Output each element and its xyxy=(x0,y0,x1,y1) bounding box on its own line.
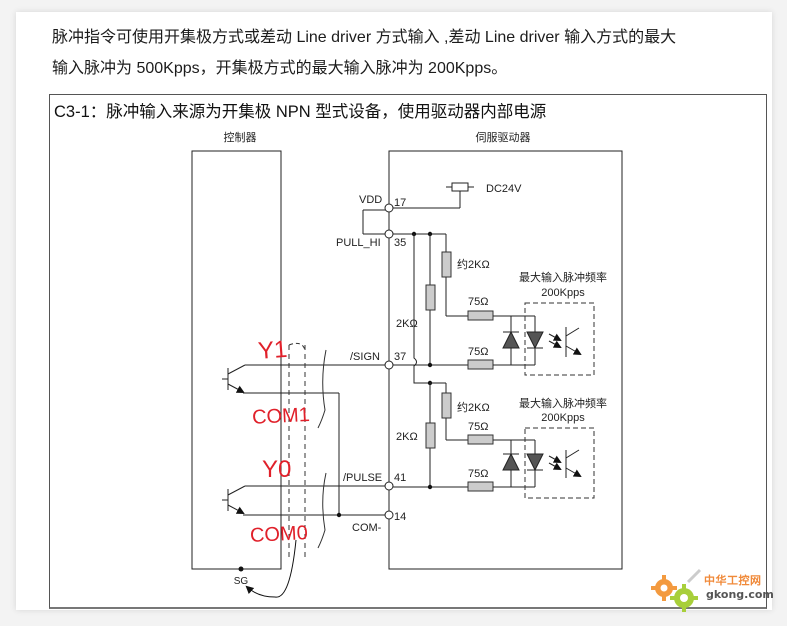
driver-label: 伺服驱动器 xyxy=(476,131,531,144)
resistor-approx2k-pulse xyxy=(441,392,452,419)
resistor-2k-sign xyxy=(425,284,436,311)
resistor-75-sign-top xyxy=(467,310,494,321)
transistor-y1 xyxy=(222,364,385,515)
vdd-pullhi-link xyxy=(362,209,389,235)
pin-37-number: 37 xyxy=(394,351,406,363)
watermark-en: gkong.com xyxy=(706,588,774,601)
pin-17-number: 17 xyxy=(394,197,406,209)
r2k-pulse-label: 2KΩ xyxy=(396,431,418,443)
r75-pulse-bottom-label: 75Ω xyxy=(468,468,488,480)
pin-35-terminal xyxy=(384,229,394,239)
dc24v-label: DC24V xyxy=(486,183,522,195)
gkong-watermark: 中华工控网 gkong.com xyxy=(648,566,778,616)
pin-14-number: 14 xyxy=(394,511,406,523)
max-freq-value-pulse: 200Kpps xyxy=(541,412,585,424)
intro-line-1: 脉冲指令可使用开集极方式或差动 Line driver 方式输入 ,差动 Lin… xyxy=(52,29,677,46)
resistor-75-pulse-bottom xyxy=(467,481,494,492)
intro-line-2: 输入脉冲为 500Kpps，开集极方式的最大输入脉冲为 200Kpps。 xyxy=(52,60,508,77)
figure-title: C3-1：脉冲输入来源为开集极 NPN 型式设备，使用驱动器内部电源 xyxy=(54,103,547,121)
approx2k-sign-label: 约2KΩ xyxy=(457,258,490,271)
y1-annotation: Y1 xyxy=(257,336,288,365)
pin-35-number: 35 xyxy=(394,237,406,249)
sg-node xyxy=(238,566,244,572)
controller-label: 控制器 xyxy=(224,130,257,144)
com1-annotation: COM1 xyxy=(252,404,311,429)
pin-41-number: 41 xyxy=(394,472,406,484)
pulse-label: /PULSE xyxy=(343,472,382,484)
approx2k-pulse-label: 约2KΩ xyxy=(457,401,490,414)
pin-14-terminal xyxy=(384,510,394,520)
resistor-75-pulse-top xyxy=(467,434,494,445)
r2k-sign-label: 2KΩ xyxy=(396,318,418,330)
resistor-2k-pulse xyxy=(425,422,436,449)
transistor-y0 xyxy=(222,485,385,518)
pull-hi-label: PULL_HI xyxy=(336,237,381,249)
y0-annotation: Y0 xyxy=(262,456,291,483)
com-minus-label: COM- xyxy=(352,522,382,534)
pin-41-terminal xyxy=(384,481,394,491)
sg-label: SG xyxy=(234,576,249,587)
max-freq-label-sign: 最大输入脉冲频率 xyxy=(519,270,607,284)
com0-annotation: COM0 xyxy=(249,522,308,547)
intro-paragraph: 脉冲指令可使用开集极方式或差动 Line driver 方式输入 ,差动 Lin… xyxy=(52,22,772,84)
resistor-75-sign-bottom xyxy=(467,359,494,370)
handwritten-annotations: Y1 COM1 Y0 COM0 xyxy=(245,151,327,598)
pin-17-terminal xyxy=(384,203,394,213)
max-freq-label-pulse: 最大输入脉冲频率 xyxy=(519,396,607,410)
resistor-approx2k-sign xyxy=(441,251,452,278)
r75-sign-top-label: 75Ω xyxy=(468,296,488,308)
watermark-cn: 中华工控网 xyxy=(704,574,762,587)
r75-pulse-top-label: 75Ω xyxy=(468,421,488,433)
figure-frame xyxy=(49,94,767,609)
pulse-channel: 2KΩ 约2KΩ 75Ω 75Ω 最大输入脉冲频率 200Kpps xyxy=(393,382,607,499)
dc24v-supply: DC24V xyxy=(389,182,522,209)
driver-box xyxy=(388,150,623,570)
gear-icon xyxy=(651,568,702,612)
max-freq-value-sign: 200Kpps xyxy=(541,287,585,299)
pin-37-terminal xyxy=(384,360,394,370)
r75-sign-bottom-label: 75Ω xyxy=(468,346,488,358)
vdd-label: VDD xyxy=(359,194,382,206)
sign-label: /SIGN xyxy=(350,351,380,363)
sign-channel: 2KΩ 约2KΩ 75Ω 75Ω 最大输入脉冲频率 200Kpps xyxy=(393,234,607,376)
